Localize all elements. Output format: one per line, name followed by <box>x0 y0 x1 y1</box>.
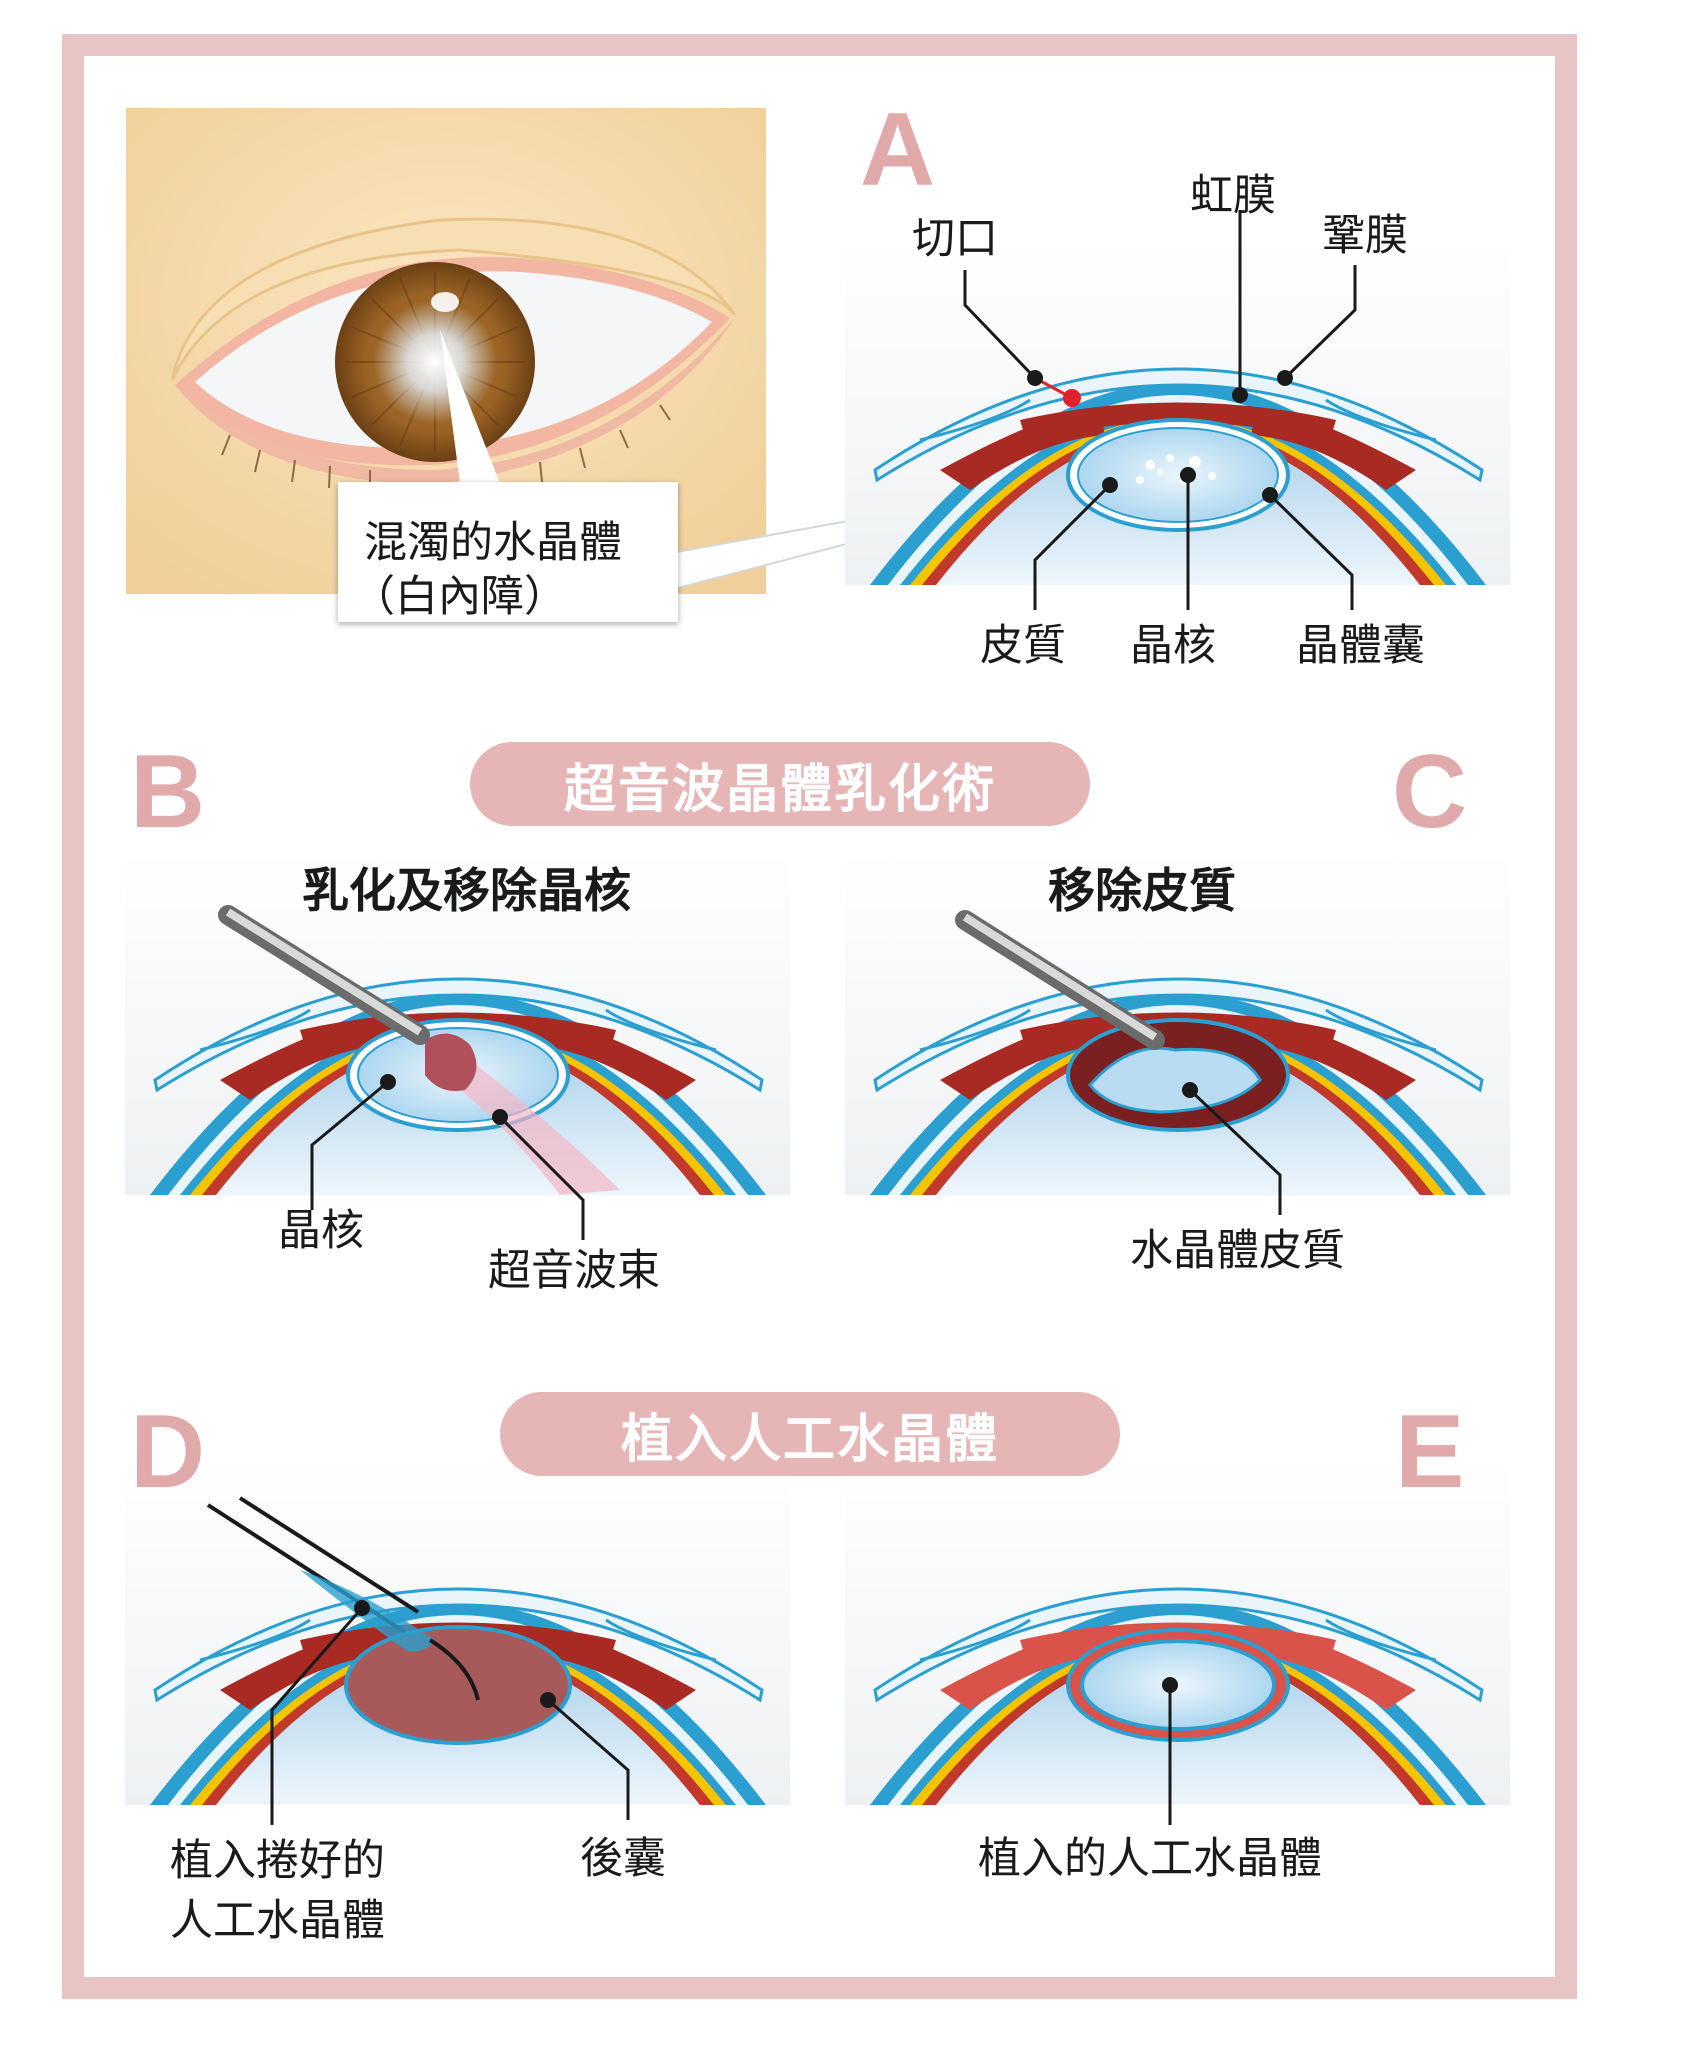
label-sclera: 鞏膜 <box>1322 211 1408 261</box>
label-b-nucleus: 晶核 <box>278 1206 364 1256</box>
panel-b-title: 乳化及移除晶核 <box>302 864 631 919</box>
panel-letter-b: B <box>130 734 206 850</box>
label-implanted-lens: 植入的人工水晶體 <box>978 1834 1322 1884</box>
label-posterior-capsule: 後囊 <box>580 1834 666 1884</box>
label-nucleus: 晶核 <box>1130 621 1216 671</box>
label-lens-cortex: 水晶體皮質 <box>1130 1226 1345 1276</box>
phaco-probe-b <box>218 905 430 1045</box>
panel-c-title: 移除皮質 <box>1048 864 1236 919</box>
label-folded-lens-1: 植入捲好的 <box>170 1836 385 1886</box>
callout-line1: 混濁的水晶體 <box>364 518 622 568</box>
panel-d-cross-section <box>125 1460 790 1805</box>
label-capsule: 晶體囊 <box>1296 621 1425 671</box>
aspiration-probe-c <box>955 910 1165 1050</box>
panel-d-leaders <box>270 1607 630 1825</box>
label-cortex: 皮質 <box>980 621 1066 671</box>
outer-frame <box>62 34 1577 1999</box>
panel-letter-e: E <box>1395 1394 1465 1510</box>
label-ultrasound-beam: 超音波束 <box>488 1246 660 1296</box>
callout-line2: （白內障） <box>352 572 567 622</box>
banner-iol-implant: 植入人工水晶體 <box>500 1392 1120 1476</box>
label-folded-lens-2: 人工水晶體 <box>170 1896 385 1946</box>
panel-c-leaders <box>1188 1088 1282 1215</box>
banner-phacoemulsification: 超音波晶體乳化術 <box>470 742 1090 826</box>
label-incision: 切口 <box>912 214 998 264</box>
cloudy-lens-external <box>373 300 497 424</box>
panel-e-cross-section <box>845 1460 1510 1805</box>
label-iris: 虹膜 <box>1190 171 1276 221</box>
panel-letter-c: C <box>1392 734 1468 850</box>
panel-a-dots <box>1027 370 1293 503</box>
panel-a-leaders <box>963 210 1357 610</box>
panel-letter-a: A <box>860 92 936 208</box>
cataract-callout: 混濁的水晶體 （白內障） <box>338 482 678 622</box>
panel-b-cross-section <box>125 850 790 1195</box>
panel-b-leaders <box>310 1080 585 1240</box>
panel-a-cross-section <box>845 240 1510 585</box>
panel-letter-d: D <box>130 1394 206 1510</box>
